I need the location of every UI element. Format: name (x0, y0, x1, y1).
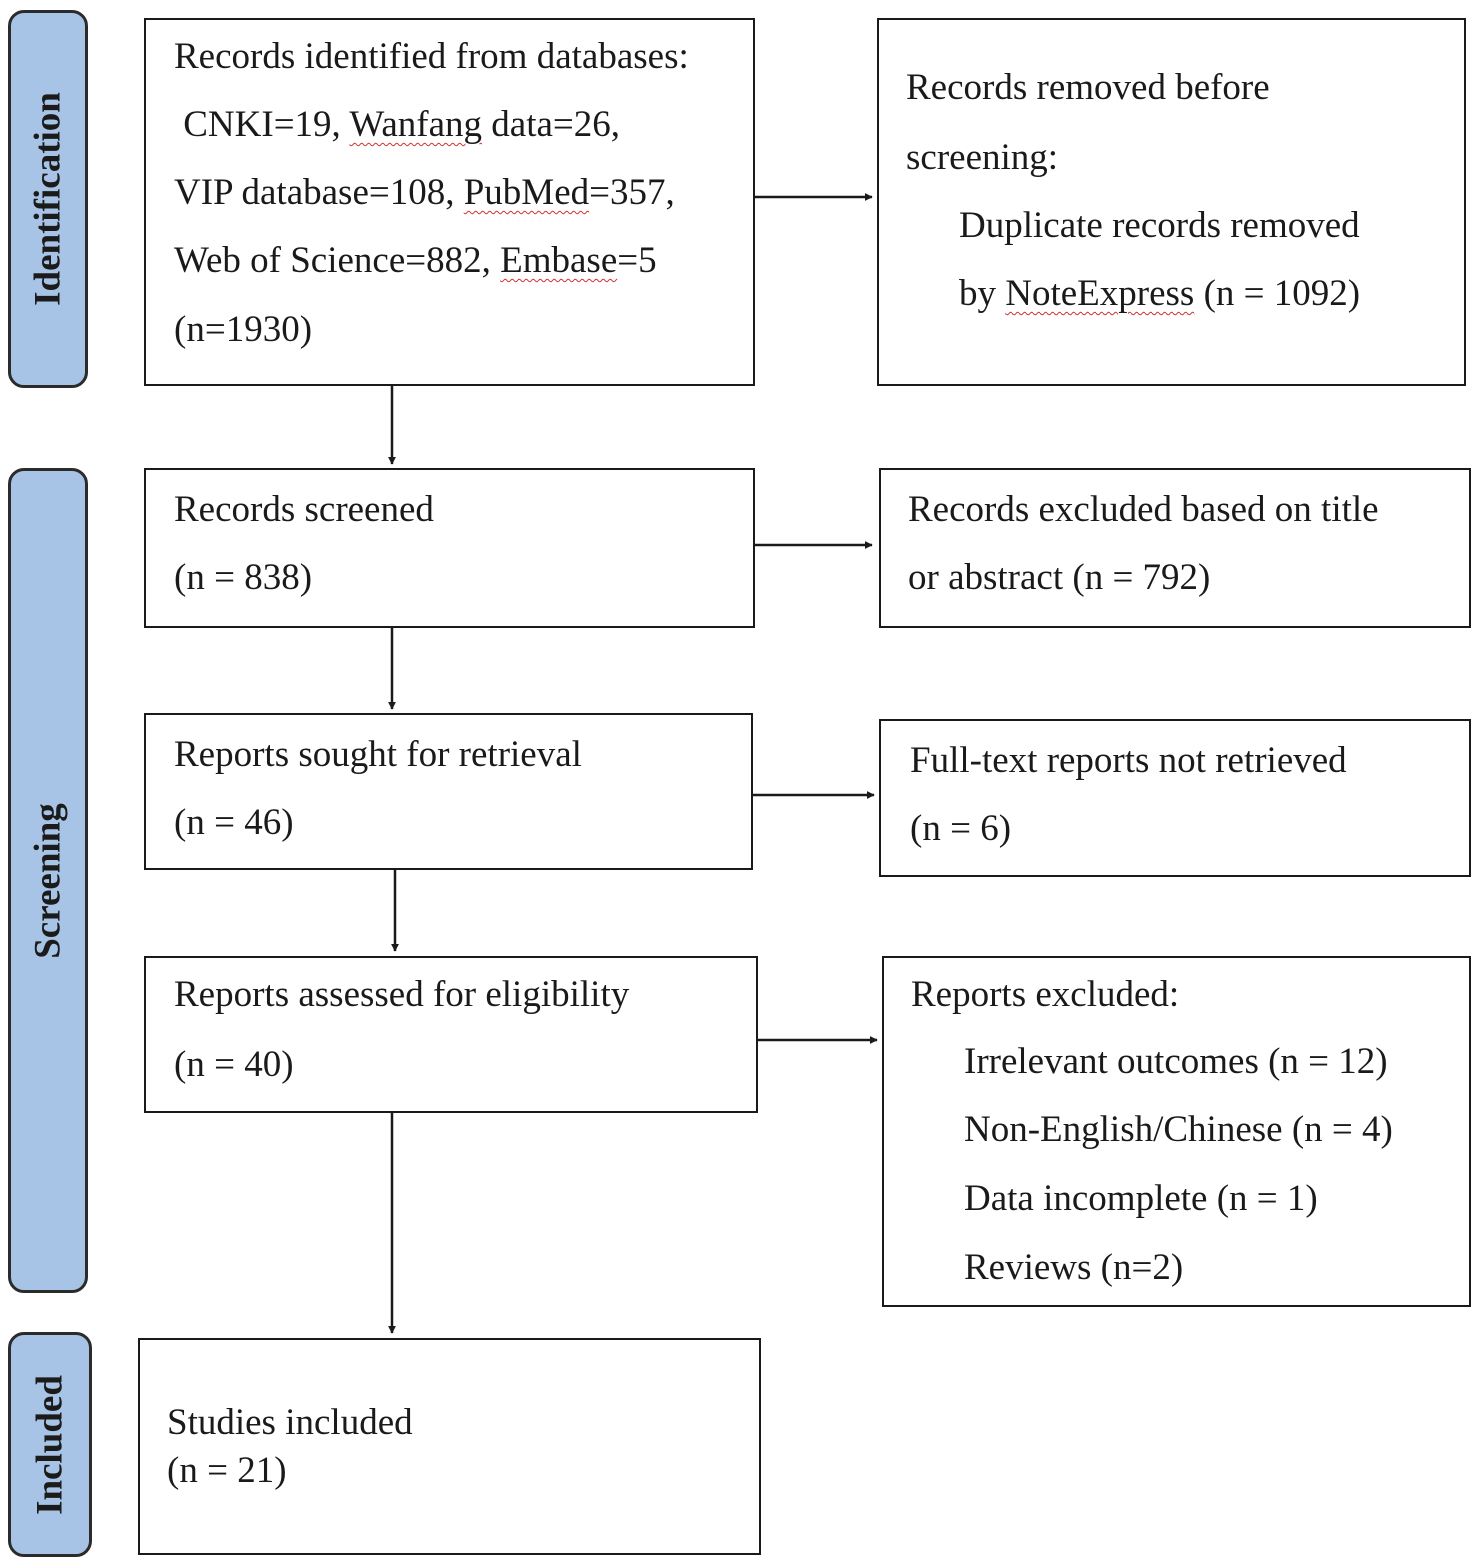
duplicate-records-by: by (959, 273, 1006, 314)
records-identified-total: (n=1930) (174, 309, 313, 350)
reports-not-retrieved-box: Full-text reports not retrieved (n = 6) (879, 719, 1471, 877)
phase-identification: Identification (8, 10, 88, 388)
exclusion-reason: Reviews (n=2) (964, 1247, 1184, 1288)
records-identified-line-cnki: CNKI=19, Wanfang data=26, (174, 105, 620, 145)
studies-included-box: Studies included (n = 21) (138, 1338, 761, 1555)
reports-sought-label: Reports sought for retrieval (174, 734, 582, 775)
records-excluded-line-1: Records excluded based on title (908, 489, 1379, 530)
records-identified-line-vip: VIP database=108, PubMed=357, (174, 173, 675, 213)
pubmed-name: PubMed (463, 172, 590, 213)
phase-screening: Screening (8, 468, 88, 1293)
pubmed-count: =357, (589, 172, 675, 213)
noteexpress-name: NoteExpress (1005, 273, 1195, 314)
reports-assessed-label: Reports assessed for eligibility (174, 974, 630, 1015)
duplicate-records-count: by NoteExpress (n = 1092) (959, 274, 1360, 314)
wos-count: Web of Science=882, (174, 240, 501, 281)
records-excluded-box: Records excluded based on title or abstr… (879, 468, 1471, 628)
records-identified-box: Records identified from databases: CNKI=… (144, 18, 755, 386)
duplicate-records-label: Duplicate records removed (959, 205, 1360, 246)
records-screened-box: Records screened (n = 838) (144, 468, 755, 628)
duplicate-records-n: (n = 1092) (1194, 273, 1361, 314)
studies-included-count: (n = 21) (167, 1450, 287, 1491)
records-identified-heading: Records identified from databases: (174, 36, 689, 77)
records-excluded-line-2: or abstract (n = 792) (908, 557, 1211, 598)
exclusion-reason: Irrelevant outcomes (n = 12) (964, 1041, 1388, 1082)
exclusion-reason: Data incomplete (n = 1) (964, 1178, 1318, 1219)
reports-excluded-title: Reports excluded: (911, 974, 1180, 1015)
records-removed-heading-2: screening: (906, 137, 1059, 178)
exclusion-reason: Non-English/Chinese (n = 4) (964, 1109, 1393, 1150)
wanfang-name: Wanfang (349, 104, 483, 145)
reports-excluded-box: Reports excluded: Irrelevant outcomes (n… (882, 956, 1471, 1307)
records-screened-count: (n = 838) (174, 557, 313, 598)
phase-included: Included (8, 1332, 92, 1557)
reports-not-retrieved-label: Full-text reports not retrieved (910, 740, 1347, 781)
cnki-count: CNKI=19, (174, 104, 350, 145)
reports-sought-box: Reports sought for retrieval (n = 46) (144, 713, 753, 870)
studies-included-label: Studies included (167, 1402, 413, 1443)
reports-assessed-count: (n = 40) (174, 1044, 294, 1085)
records-removed-heading: Records removed before (906, 67, 1270, 108)
records-screened-label: Records screened (174, 489, 434, 530)
vip-count: VIP database=108, (174, 172, 464, 213)
reports-not-retrieved-count: (n = 6) (910, 808, 1012, 849)
embase-name: Embase (500, 240, 618, 281)
reports-assessed-box: Reports assessed for eligibility (n = 40… (144, 956, 758, 1113)
wanfang-count: data=26, (482, 104, 621, 145)
records-identified-line-wos: Web of Science=882, Embase=5 (174, 241, 657, 281)
records-removed-box: Records removed before screening: Duplic… (877, 18, 1466, 386)
reports-sought-count: (n = 46) (174, 802, 294, 843)
embase-count: =5 (617, 240, 657, 281)
